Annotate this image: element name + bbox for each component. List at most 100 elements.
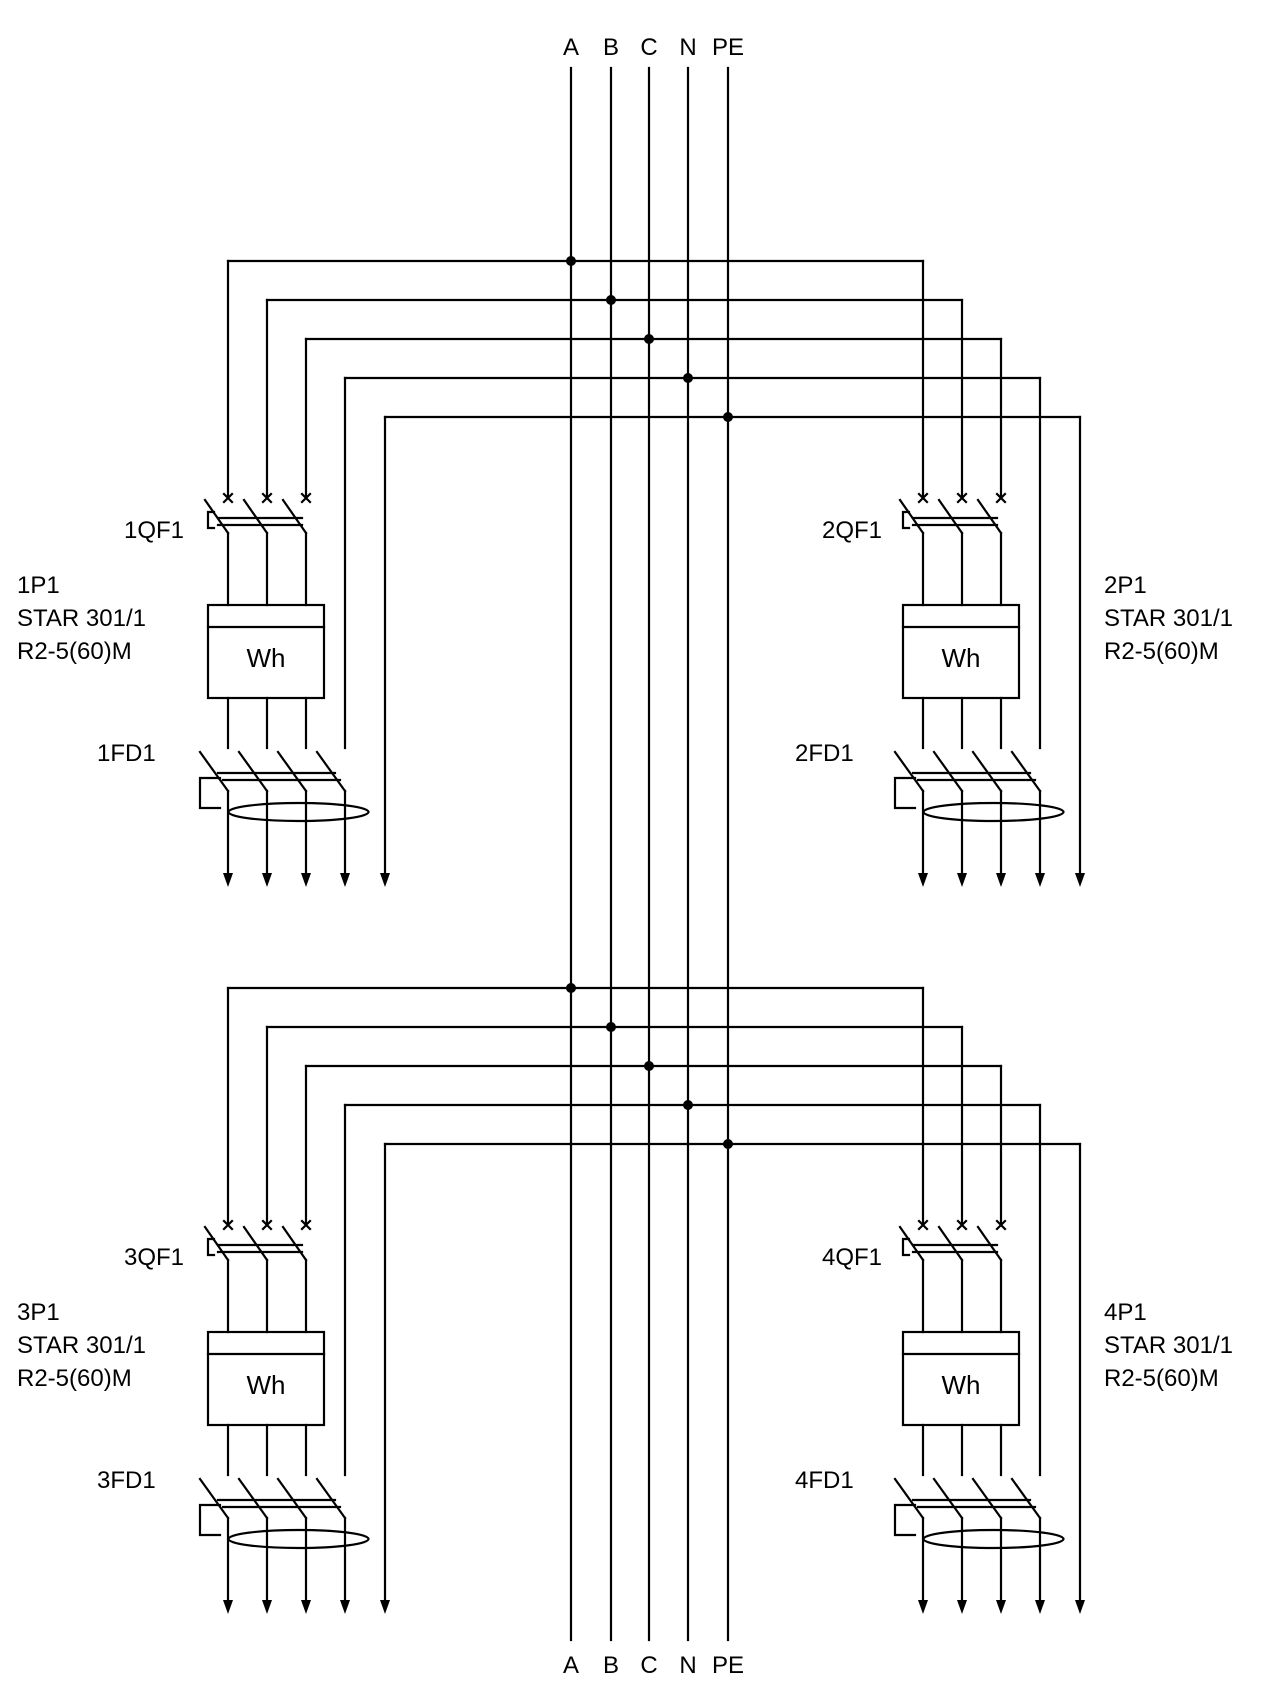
- breaker-label: 1QF1: [124, 517, 184, 544]
- outgoing-arrow: [957, 873, 967, 887]
- meter-rating-label: R2-5(60)M: [17, 638, 132, 665]
- breaker-contact-mark: [995, 1219, 1007, 1231]
- outgoing-arrow: [957, 1600, 967, 1614]
- rcd-blade: [237, 1477, 269, 1520]
- breaker-contact-mark: [261, 1219, 273, 1231]
- breaker-blade: [281, 498, 308, 535]
- meter-designation-label: 3P1: [17, 1299, 60, 1326]
- meter-model-label: STAR 301/1: [1104, 605, 1233, 632]
- rcd-test-element: [198, 1503, 222, 1537]
- meter-designation-label: 1P1: [17, 572, 60, 599]
- outgoing-arrow: [380, 873, 390, 887]
- rcd-blade: [932, 1477, 964, 1520]
- feeder-4: Wh: [893, 986, 1085, 1614]
- breaker-trip-element: [901, 510, 911, 530]
- bus-b-label-top: B: [603, 34, 619, 61]
- rcd-blade: [198, 1477, 230, 1520]
- rcd-blade: [971, 1477, 1003, 1520]
- bus-a-label-bottom: A: [563, 1652, 579, 1679]
- energy-meter-box: [206, 1330, 326, 1427]
- meter-model-label: STAR 301/1: [17, 605, 146, 632]
- breaker-blade: [203, 498, 230, 535]
- rcd-blade: [971, 750, 1003, 793]
- breaker-contact-mark: [300, 1219, 312, 1231]
- outgoing-arrow: [996, 1600, 1006, 1614]
- meter-designation-label: 4P1: [1104, 1299, 1147, 1326]
- meter-rating-label: R2-5(60)M: [17, 1365, 132, 1392]
- breaker-contact-mark: [300, 492, 312, 504]
- meter-symbol: Wh: [247, 643, 286, 673]
- rcd-blade: [315, 1477, 347, 1520]
- main-busbars: [569, 66, 730, 1642]
- breaker-contact-mark: [917, 1219, 929, 1231]
- breaker-contact-mark: [261, 492, 273, 504]
- rcd-test-element: [198, 776, 222, 810]
- breaker-trip-element: [206, 510, 216, 530]
- rcd-blade: [893, 750, 925, 793]
- meter-rating-label: R2-5(60)M: [1104, 1365, 1219, 1392]
- breaker-contact-mark: [995, 492, 1007, 504]
- breaker-label: 3QF1: [124, 1244, 184, 1271]
- meter-symbol: Wh: [942, 643, 981, 673]
- meter-symbol: Wh: [247, 1370, 286, 1400]
- meter-symbol: Wh: [942, 1370, 981, 1400]
- outgoing-arrow: [1035, 873, 1045, 887]
- meter-model-label: STAR 301/1: [17, 1332, 146, 1359]
- rcd-label: 1FD1: [97, 740, 156, 767]
- outgoing-arrow: [223, 1600, 233, 1614]
- feeder-2: Wh: [893, 259, 1085, 887]
- junction-dot: [723, 1139, 733, 1149]
- rcd-blade: [1010, 750, 1042, 793]
- breaker-label: 4QF1: [822, 1244, 882, 1271]
- energy-meter-box: [206, 603, 326, 700]
- feeder-1: Wh: [198, 259, 390, 887]
- bus-pe-label-bottom: PE: [712, 1652, 744, 1679]
- rcd-current-transformer: [227, 801, 370, 823]
- outgoing-arrow: [918, 1600, 928, 1614]
- outgoing-arrow: [340, 1600, 350, 1614]
- breaker-blade: [242, 1225, 269, 1262]
- outgoing-arrow: [918, 873, 928, 887]
- breaker-contact-mark: [222, 1219, 234, 1231]
- outgoing-arrow: [1075, 1600, 1085, 1614]
- energy-meter-box: [901, 1330, 1021, 1427]
- junction-dot: [644, 1061, 654, 1071]
- outgoing-arrow: [380, 1600, 390, 1614]
- breaker-contact-mark: [917, 492, 929, 504]
- bus-n-label-bottom: N: [679, 1652, 696, 1679]
- breaker-blade: [281, 1225, 308, 1262]
- rcd-current-transformer: [227, 1528, 370, 1550]
- rcd-current-transformer: [922, 801, 1065, 823]
- junction-dot: [566, 256, 576, 266]
- junction-dot: [723, 412, 733, 422]
- rcd-blade: [237, 750, 269, 793]
- bus-c-label-bottom: C: [640, 1652, 657, 1679]
- bus-pe-label-top: PE: [712, 34, 744, 61]
- meter-rating-label: R2-5(60)M: [1104, 638, 1219, 665]
- breaker-blade: [898, 1225, 925, 1262]
- breaker-blade: [898, 498, 925, 535]
- rcd-blade: [198, 750, 230, 793]
- breaker-contact-mark: [956, 1219, 968, 1231]
- outgoing-arrow: [301, 1600, 311, 1614]
- rcd-blade: [1010, 1477, 1042, 1520]
- outgoing-arrow: [301, 873, 311, 887]
- bus-b-label-bottom: B: [603, 1652, 619, 1679]
- rcd-label: 3FD1: [97, 1467, 156, 1494]
- breaker-trip-element: [901, 1237, 911, 1257]
- junction-dot: [566, 983, 576, 993]
- outgoing-arrow: [340, 873, 350, 887]
- junction-dot: [683, 1100, 693, 1110]
- bus-c-label-top: C: [640, 34, 657, 61]
- energy-meter-box: [901, 603, 1021, 700]
- breaker-blade: [242, 498, 269, 535]
- breaker-label: 2QF1: [822, 517, 882, 544]
- bus-n-label-top: N: [679, 34, 696, 61]
- rcd-test-element: [893, 1503, 917, 1537]
- junction-dot: [683, 373, 693, 383]
- outgoing-arrow: [262, 873, 272, 887]
- rcd-blade: [276, 750, 308, 793]
- bus-a-label-top: A: [563, 34, 579, 61]
- breaker-blade: [937, 498, 964, 535]
